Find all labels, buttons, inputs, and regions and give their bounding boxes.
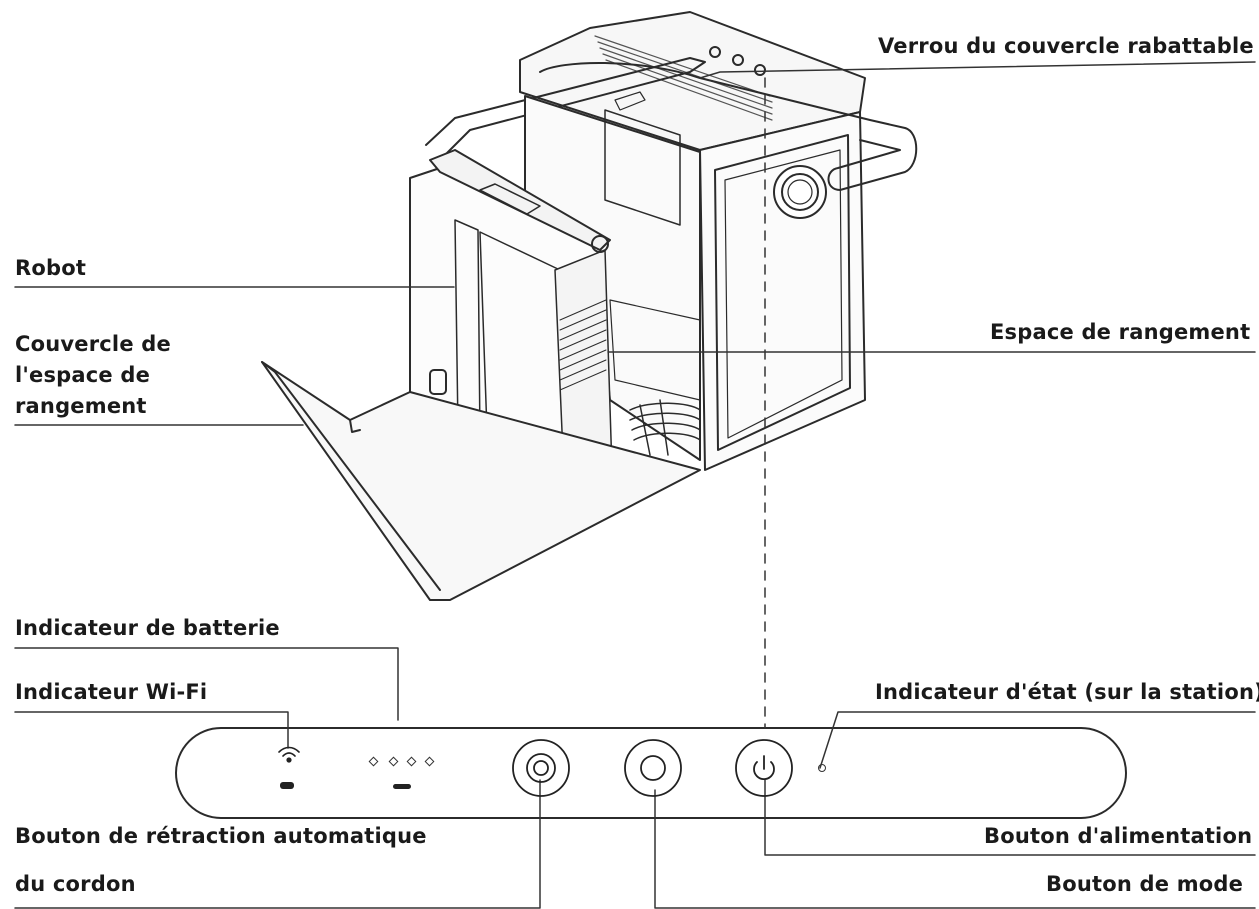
wifi-led — [280, 782, 294, 789]
label-wifi-indicator: Indicateur Wi-Fi — [15, 680, 208, 704]
label-robot: Robot — [15, 256, 87, 280]
label-storage-lid-line3: rangement — [15, 394, 147, 418]
power-icon — [753, 761, 775, 781]
label-storage-lid-line2: l'espace de — [15, 363, 151, 387]
battery-led — [393, 784, 411, 789]
label-storage-lid-line1: Couvercle de — [15, 332, 171, 356]
label-battery-indicator: Indicateur de batterie — [15, 616, 280, 640]
label-power-button: Bouton d'alimentation — [984, 824, 1253, 848]
storage-lid-illustration — [261, 361, 701, 601]
label-cord-button-line1: Bouton de rétraction automatique — [15, 824, 427, 848]
power-button[interactable] — [733, 737, 795, 799]
wifi-icon — [278, 746, 300, 763]
station-body — [425, 11, 918, 471]
label-mode-button: Bouton de mode — [1046, 872, 1244, 896]
label-cord-button-line2: du cordon — [15, 872, 136, 896]
cord-retraction-button[interactable] — [510, 737, 572, 799]
mode-button[interactable] — [622, 737, 684, 799]
control-panel — [175, 727, 1127, 819]
label-storage-space: Espace de rangement — [990, 320, 1251, 344]
status-led — [818, 764, 826, 772]
label-lid-lock: Verrou du couvercle rabattable — [878, 34, 1254, 58]
label-status-indicator: Indicateur d'état (sur la station) — [875, 680, 1259, 704]
leader-lines — [14, 61, 1256, 909]
